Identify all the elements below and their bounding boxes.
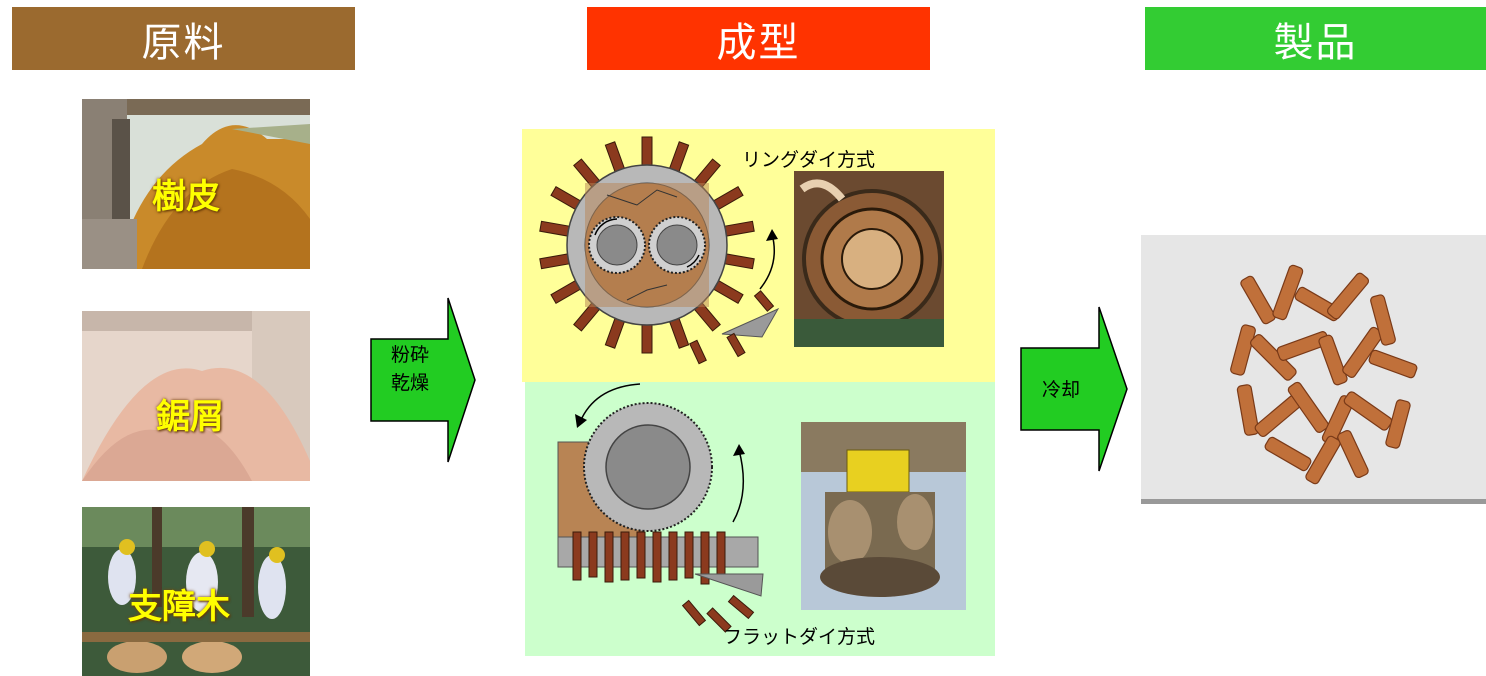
- bark-label: 樹皮: [152, 177, 220, 217]
- flat-die-label: フラットダイ方式: [723, 626, 876, 648]
- ring-die-label: リングダイ方式: [742, 149, 876, 171]
- crush-dry-arrow: 粉砕 乾燥: [369, 296, 477, 464]
- pellets-photo: [1141, 235, 1486, 504]
- dry-label: 乾燥: [390, 371, 429, 394]
- thinning-wood-photo: 支障木: [82, 507, 310, 676]
- header-molding: 成型: [587, 7, 930, 70]
- ring-die-panel: リングダイ方式: [522, 129, 995, 382]
- thinning-wood-label: 支障木: [128, 587, 230, 627]
- flat-die-panel: フラットダイ方式: [525, 382, 995, 656]
- crush-dry-text: 粉砕 乾燥: [369, 342, 451, 397]
- cooling-label: 冷却: [1041, 379, 1080, 401]
- header-product: 製品: [1145, 7, 1486, 70]
- sawdust-label: 鋸屑: [156, 397, 224, 437]
- crush-label: 粉砕: [390, 344, 429, 366]
- bark-photo: 樹皮: [82, 99, 310, 269]
- sawdust-photo: 鋸屑: [82, 311, 310, 481]
- header-raw-material: 原料: [12, 7, 355, 70]
- cooling-arrow: 冷却: [1019, 305, 1129, 473]
